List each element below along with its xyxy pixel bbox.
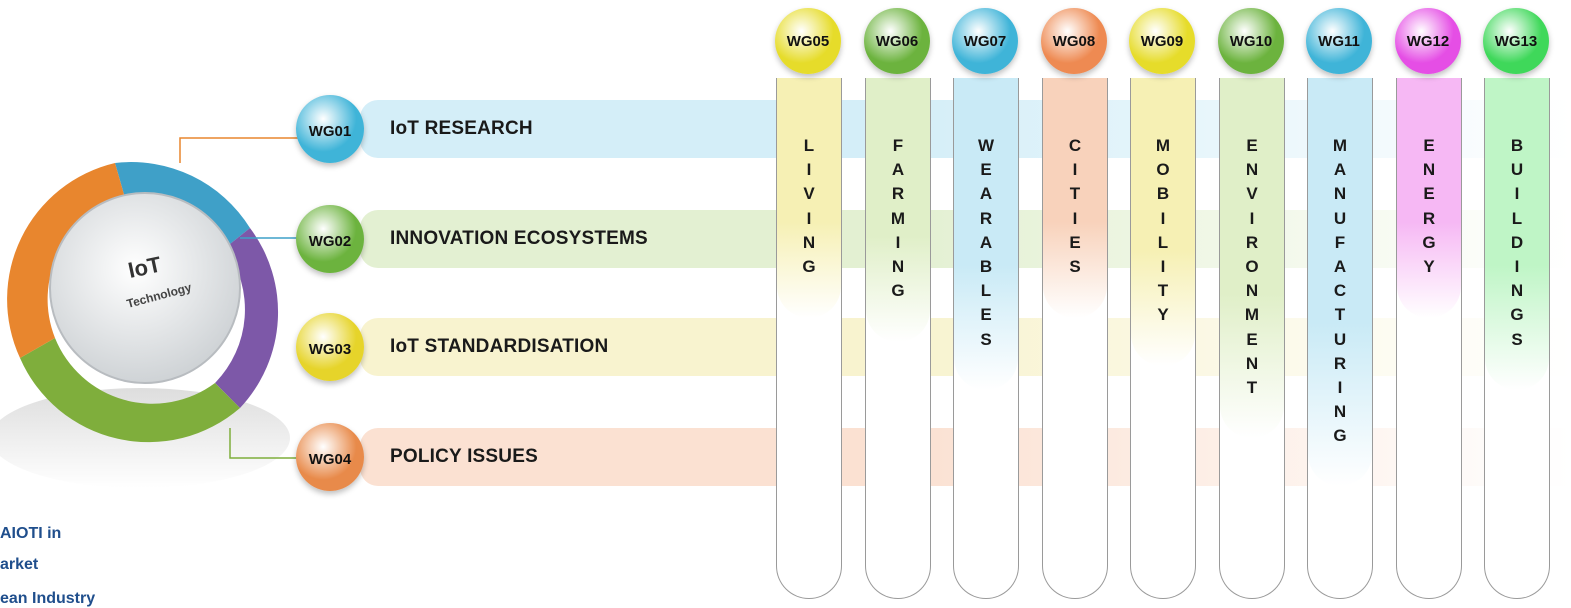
badge-wg06: WG06 [864, 8, 930, 74]
ring-segment-orange [7, 163, 126, 358]
badge-wg10: WG10 [1218, 8, 1284, 74]
label-wg04: POLICY ISSUES [390, 446, 538, 467]
label-wg03: IoT STANDARDISATION [390, 336, 609, 357]
badge-wg09: WG09 [1129, 8, 1195, 74]
badge-wg11: WG11 [1306, 8, 1372, 74]
badge-wg03: WG03 [296, 313, 364, 381]
hub-center [49, 192, 241, 384]
footer-line-2: arket [0, 556, 39, 573]
ring-segment-green [20, 338, 240, 443]
ring-segment-purple [215, 228, 279, 408]
footer-line-1: AIOTI in [0, 525, 62, 542]
label-wg02: INNOVATION ECOSYSTEMS [390, 228, 648, 249]
badge-wg02: WG02 [296, 205, 364, 273]
badge-wg08: WG08 [1041, 8, 1107, 74]
badge-wg01: WG01 [296, 95, 364, 163]
badge-wg05: WG05 [775, 8, 841, 74]
label-wg01: IoT RESEARCH [390, 118, 533, 139]
badge-wg13: WG13 [1483, 8, 1549, 74]
footer-line-3: ean Industry [0, 590, 96, 607]
badge-wg07: WG07 [952, 8, 1018, 74]
badge-wg04: WG04 [296, 423, 364, 491]
badge-wg12: WG12 [1395, 8, 1461, 74]
iot-technology-hub: IoT Technology [0, 137, 300, 488]
